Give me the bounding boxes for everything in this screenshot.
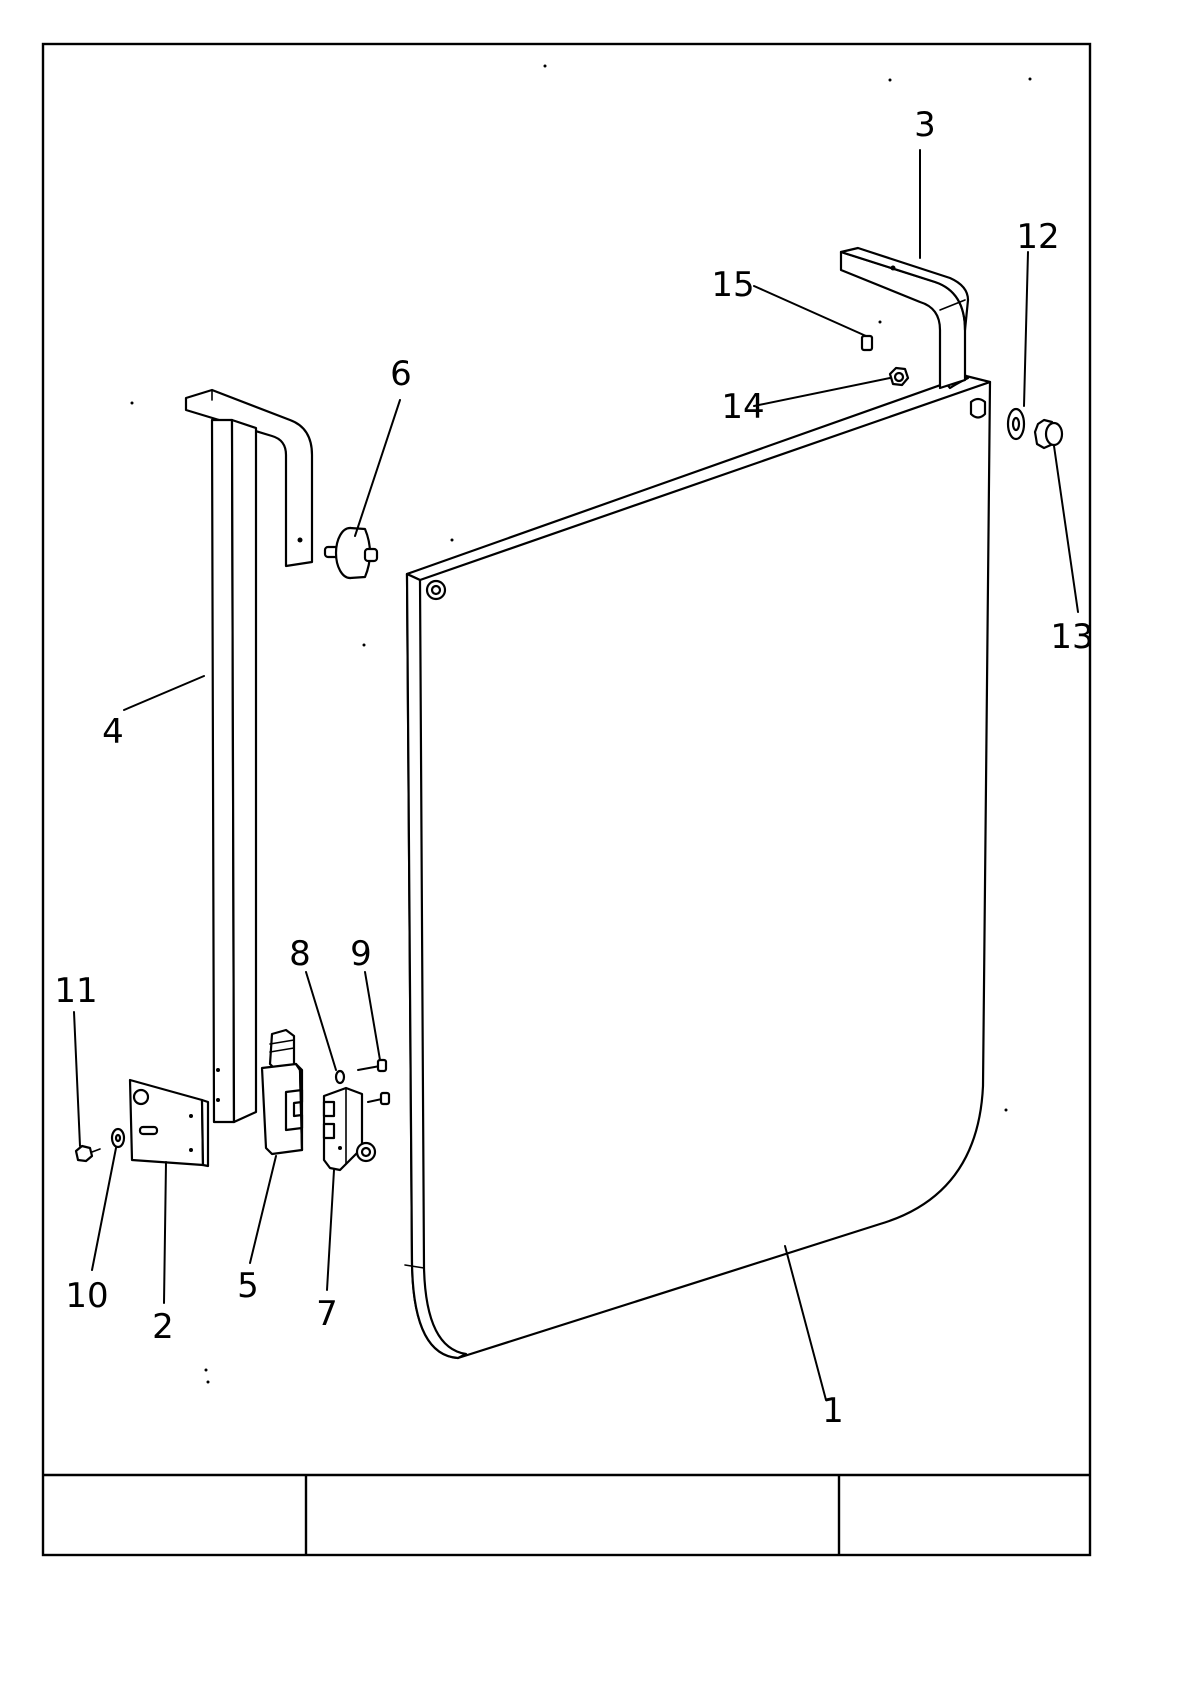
callout-13: 13: [1050, 617, 1093, 657]
nut-14: [890, 368, 908, 385]
callout-10: 10: [65, 1276, 108, 1316]
callout-2: 2: [152, 1307, 174, 1347]
washer-12: [1008, 409, 1024, 439]
left-hinge-bar: [186, 390, 312, 1122]
washer-8: [336, 1071, 344, 1083]
door-hinge-bolt-left-inner: [432, 586, 440, 594]
callout-11: 11: [54, 971, 97, 1011]
roller-6: [325, 528, 377, 578]
callout-6: 6: [390, 354, 412, 394]
callout-7: 7: [316, 1294, 338, 1334]
switch-actuator-7: [324, 1088, 375, 1170]
callout-14: 14: [721, 387, 764, 427]
mounting-plate-2: [130, 1080, 208, 1166]
switch-housing-5: [262, 1030, 302, 1154]
callout-9: 9: [350, 934, 372, 974]
callout-12: 12: [1016, 217, 1059, 257]
callout-15: 15: [711, 265, 754, 305]
cap-nut-13: [1035, 420, 1062, 448]
door-panel: [405, 372, 990, 1358]
callout-4: 4: [102, 712, 124, 752]
door-hinge-bolt-right: [971, 399, 985, 418]
callout-3: 3: [914, 105, 936, 145]
right-hinge-bracket: [841, 248, 968, 388]
washer-10: [112, 1129, 124, 1147]
door-panel-face: [407, 382, 990, 1358]
callout-1: 1: [822, 1391, 844, 1431]
callout-5: 5: [237, 1266, 259, 1306]
callout-8: 8: [289, 934, 311, 974]
screw-11: [76, 1146, 100, 1161]
